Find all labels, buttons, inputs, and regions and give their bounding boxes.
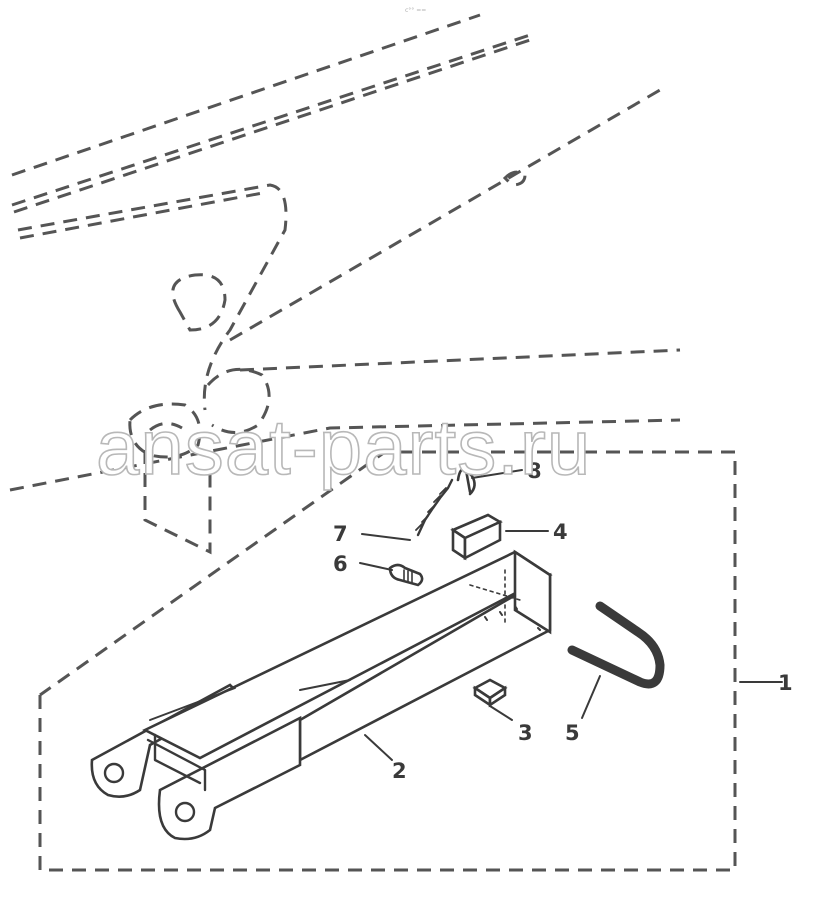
header-mark: c°° == (405, 7, 426, 14)
watermark: ansat-parts.ru (96, 403, 591, 491)
chain-part (415, 478, 454, 537)
main-arm (90, 549, 553, 841)
callout-2: 2 (392, 759, 407, 783)
callout-6: 6 (333, 552, 348, 576)
leader-lines (359, 469, 601, 761)
callout-7: 7 (333, 522, 348, 546)
callout-1: 1 (778, 671, 793, 695)
pad-part (472, 678, 508, 708)
callout-5: 5 (565, 721, 580, 745)
u-handle-part (567, 601, 665, 689)
block-part (450, 513, 503, 561)
callouts: 1 2 3 4 5 6 7 8 (333, 459, 793, 783)
machine-frame-outline (9, 13, 737, 872)
bolt-part (388, 563, 424, 587)
callout-4: 4 (553, 520, 568, 544)
callout-8: 8 (527, 459, 542, 483)
callout-3: 3 (518, 721, 533, 745)
clip-pin-part (456, 467, 476, 496)
